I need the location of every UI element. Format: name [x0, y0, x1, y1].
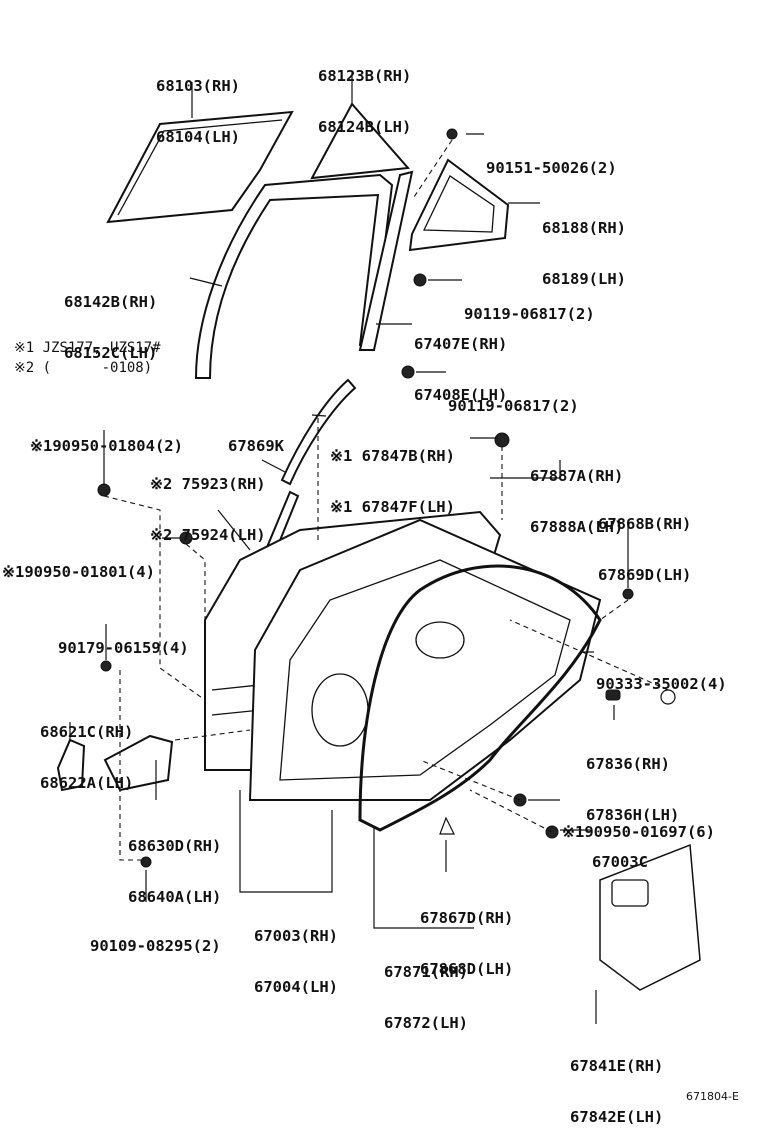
- label-quarter-glass: 68123B(RH) 68124B(LH): [318, 34, 411, 153]
- label-line: 67841E(RH): [570, 1057, 664, 1075]
- figure-reference-code: 671804-E: [686, 1090, 739, 1103]
- quarter-glass: [310, 102, 411, 180]
- label-line: 67407E(RH): [414, 335, 508, 353]
- door-hinge: [56, 738, 86, 792]
- label-line: 67868D(LH): [420, 960, 514, 978]
- label-division-bar: 67407E(RH) 67408E(LH): [414, 302, 507, 421]
- label-outer-weatherstrip: 67887A(RH) 67888A(LH): [530, 434, 623, 553]
- label-line: ※190950-01697(6): [562, 823, 715, 841]
- label-line: 90179-06159(4): [58, 639, 189, 657]
- label-grommet: 67003C: [592, 820, 648, 888]
- label-quarter-window: 68188(RH) 68189(LH): [542, 186, 626, 305]
- label-line: 90151-50026(2): [486, 159, 617, 177]
- service-hole-cover: [599, 843, 701, 991]
- label-line: 90333-35002(4): [596, 675, 727, 693]
- label-screw-hinge: 90179-06159(4): [58, 606, 189, 674]
- label-line: ※190950-01804(2): [30, 437, 183, 455]
- label-line: 68152C(LH): [64, 344, 158, 362]
- label-line: 67869D(LH): [598, 566, 692, 584]
- label-line: 67867D(RH): [420, 909, 514, 927]
- label-hinge: 68621C(RH) 68622A(LH): [40, 690, 133, 809]
- door-weatherstrip: [358, 564, 602, 832]
- label-run-channel: 68142B(RH) 68152C(LH): [64, 260, 157, 379]
- label-screw-top: 90151-50026(2): [486, 126, 617, 194]
- label-line: 67003C: [592, 853, 648, 871]
- label-line: 68640A(LH): [128, 888, 222, 906]
- label-line: ※2 75923(RH): [150, 475, 266, 493]
- label-line: 68142B(RH): [64, 293, 158, 311]
- label-screw-right: 90333-35002(4): [596, 642, 727, 710]
- label-line: 67836(RH): [586, 755, 670, 773]
- label-line: 67003(RH): [254, 927, 338, 945]
- label-line: 68104(LH): [156, 128, 240, 146]
- door-check: [103, 734, 174, 792]
- note-applicability-1: ※1 JZS177, UZS17#: [14, 340, 161, 356]
- inner-door-panel: [248, 518, 602, 801]
- leader-lines: [69, 72, 629, 1024]
- label-bolt-bottom: 90109-08295(2): [90, 904, 221, 972]
- door-glass: [106, 110, 294, 224]
- division-bar: [358, 170, 414, 351]
- label-glass-run: ※1 67847B(RH) ※1 67847F(LH): [330, 414, 455, 533]
- label-line: 67869K: [228, 437, 284, 455]
- label-bolt-upper: 90119-06817(2): [464, 272, 595, 340]
- label-door-panel: 67003(RH) 67004(LH): [254, 894, 338, 1013]
- label-belt-weatherstrip: ※2 75923(RH) ※2 75924(LH): [150, 442, 266, 561]
- label-line: 67871(RH): [384, 963, 468, 981]
- label-door-check: 68630D(RH) 68640A(LH): [128, 804, 221, 923]
- label-line: 68622A(LH): [40, 774, 134, 792]
- label-line: 68630D(RH): [128, 837, 222, 855]
- label-seal: 67867D(RH) 67868D(LH): [420, 876, 513, 995]
- label-line: 67872(LH): [384, 1014, 468, 1032]
- label-line: 68123B(RH): [318, 67, 412, 85]
- label-door-weatherstrip: 67871(RH) 67872(LH): [384, 930, 468, 1049]
- label-belt-strip: 67869K: [228, 404, 284, 472]
- label-line: 90119-06817(2): [464, 305, 595, 323]
- quarter-window-assembly: [408, 158, 510, 252]
- label-line: 67868B(RH): [598, 515, 692, 533]
- label-clip-right: ※190950-01697(6): [562, 790, 715, 858]
- label-line: ※1 67847B(RH): [330, 447, 455, 465]
- fasteners: [97, 128, 676, 868]
- label-line: 90109-08295(2): [90, 937, 221, 955]
- label-line: 67408E(LH): [414, 386, 508, 404]
- note-applicability-2: ※2 ( -0108): [14, 360, 153, 376]
- assembly-lines: [103, 139, 669, 861]
- label-line: 67004(LH): [254, 978, 338, 996]
- label-line: 68188(RH): [542, 219, 626, 237]
- label-clip-mid: ※190950-01801(4): [2, 530, 155, 598]
- label-clip-left: ※190950-01804(2): [30, 404, 183, 472]
- label-line: ※190950-01801(4): [2, 563, 155, 581]
- label-line: 67836H(LH): [586, 806, 680, 824]
- label-line: 67887A(RH): [530, 467, 624, 485]
- label-line: 90119-06817(2): [448, 397, 579, 415]
- label-bolt-lower: 90119-06817(2): [448, 364, 579, 432]
- exploded-parts-diagram: [56, 72, 701, 1024]
- label-line: ※2 75924(LH): [150, 526, 266, 544]
- label-line: ※1 67847F(LH): [330, 498, 455, 516]
- label-line: 68124B(LH): [318, 118, 412, 136]
- label-line: 67888A(LH): [530, 518, 624, 536]
- label-line: 68621C(RH): [40, 723, 134, 741]
- label-service-hole-cover: 67841E(RH) 67842E(LH): [570, 1024, 663, 1143]
- label-line: 68103(RH): [156, 77, 240, 95]
- label-line: 68189(LH): [542, 270, 626, 288]
- belt-moulding: [280, 378, 357, 486]
- label-inner-strip: 67868B(RH) 67869D(LH): [598, 482, 691, 601]
- label-plug: 67836(RH) 67836H(LH): [586, 722, 679, 841]
- label-door-glass: 68103(RH) 68104(LH): [156, 44, 240, 163]
